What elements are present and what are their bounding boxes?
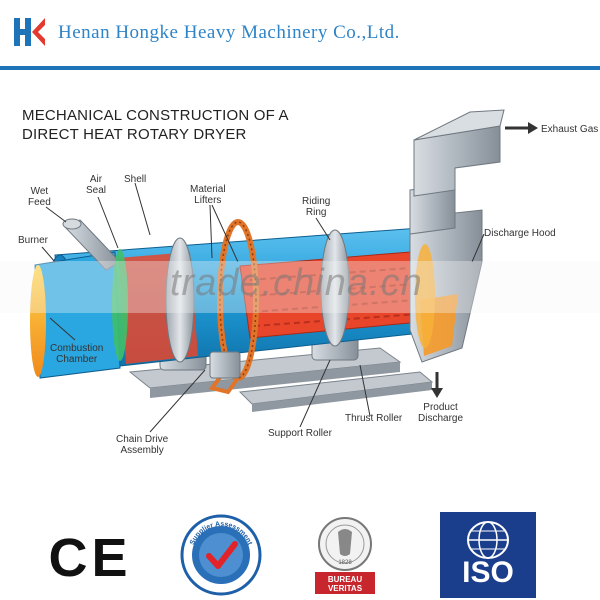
label-burner: Burner <box>18 235 48 246</box>
label-shell: Shell <box>124 174 146 185</box>
bureau-year-text: 1828 <box>338 560 352 566</box>
label-thrust-roller: Thrust Roller <box>345 413 402 424</box>
bureau-line2-text: VERITAS <box>328 584 363 593</box>
iso-text: ISO <box>462 556 514 589</box>
label-support-roller: Support Roller <box>268 428 332 439</box>
watermark-text: trade.china.cn <box>170 262 423 305</box>
bureau-line1-text: BUREAU <box>328 575 362 584</box>
iso-logo-icon: ISO <box>440 512 536 598</box>
bureau-veritas-seal-icon: 1828 BUREAU VERITAS <box>312 514 378 598</box>
product-discharge-arrow-icon <box>431 372 443 398</box>
ce-mark-text: CE <box>48 528 131 588</box>
exhaust-arrow-icon <box>505 122 538 134</box>
supplier-assessment-badge-icon: Supplier Assessment <box>180 514 262 596</box>
label-exhaust-gas: Exhaust Gas <box>541 124 598 135</box>
label-discharge-hood: Discharge Hood <box>484 228 556 239</box>
ce-mark-icon: CE <box>42 526 138 588</box>
certifications-bar: CE Supplier Assessment 1828 BUREAU VERIT… <box>0 512 600 600</box>
